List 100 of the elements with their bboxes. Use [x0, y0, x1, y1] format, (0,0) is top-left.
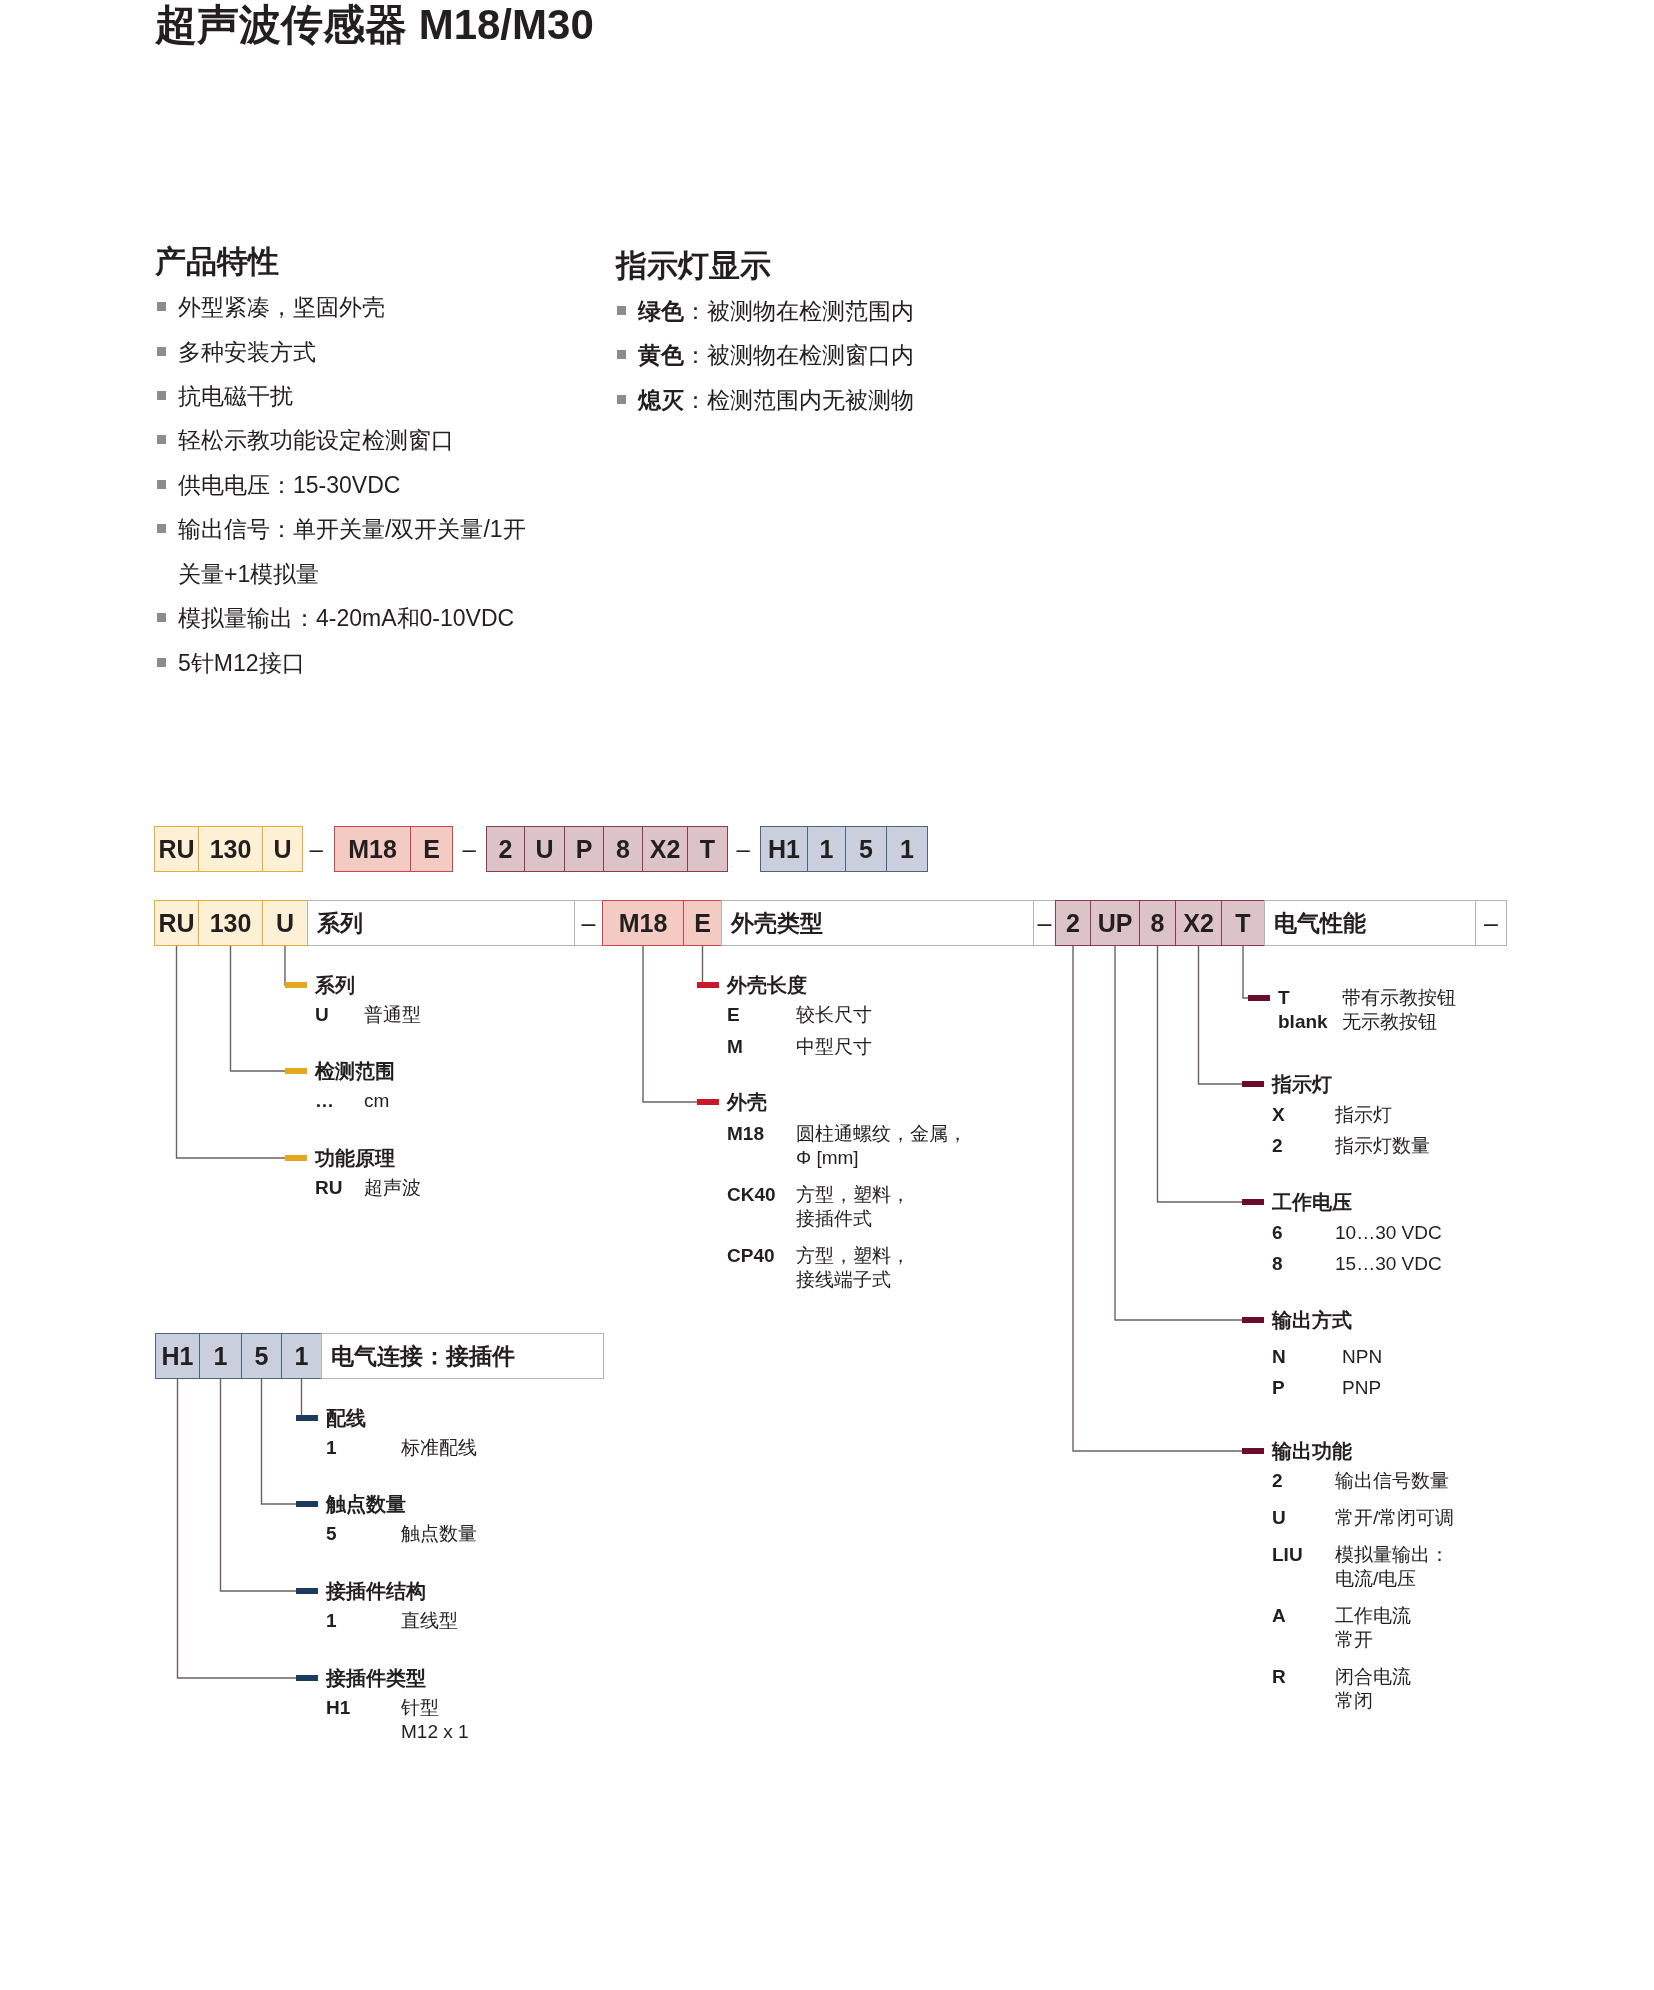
code-segment: 5 [241, 1333, 282, 1379]
code-segment: H1 [760, 826, 808, 872]
code-segment: H1 [155, 1333, 200, 1379]
field-heading: 系列 [315, 973, 355, 997]
leader-line [1072, 945, 1265, 1454]
feature-item: 熄灭：检测范围内无被测物 [638, 386, 914, 415]
separator-segment: – [1475, 900, 1507, 946]
dash-separator: – [462, 834, 476, 864]
option-description: 15…30 VDC [1335, 1252, 1442, 1276]
option-description: 指示灯数量 [1335, 1134, 1430, 1158]
field-heading: 功能原理 [315, 1146, 395, 1170]
option-description: 常开/常闭可调 [1335, 1506, 1455, 1530]
leader-line [1242, 945, 1271, 1001]
option-code: E [727, 1004, 740, 1025]
code-segment: 8 [1139, 900, 1176, 946]
field-heading: 外壳长度 [727, 973, 807, 997]
leader-line [260, 1378, 319, 1507]
option-code: 8 [1272, 1253, 1283, 1274]
code-segment: M18 [602, 900, 684, 946]
option-description: 标准配线 [401, 1436, 477, 1460]
code-segment: 2 [486, 826, 525, 872]
feature-item: 外型紧凑，坚固外壳 [178, 293, 385, 322]
code-group-label: 电气连接：接插件 [321, 1333, 604, 1379]
leader-line [1114, 945, 1265, 1323]
option-code: N [1272, 1346, 1286, 1367]
option-description: 无示教按钮 [1342, 1010, 1437, 1034]
leader-line [1156, 945, 1265, 1205]
separator-segment: – [1033, 900, 1056, 946]
field-heading: 接插件结构 [326, 1579, 426, 1603]
code-segment: X2 [642, 826, 688, 872]
option-code: 2 [1272, 1470, 1283, 1491]
code-segment: 1 [886, 826, 928, 872]
code-segment: 5 [845, 826, 887, 872]
leader-line [229, 945, 308, 1074]
option-description: 针型 M12 x 1 [401, 1696, 470, 1744]
option-description: NPN [1342, 1345, 1383, 1369]
leader-line [176, 1378, 319, 1681]
feature-item: 多种安装方式 [178, 338, 316, 367]
feature-item: 输出信号：单开关量/双开关量/1开关量+1模拟量 [178, 515, 527, 589]
field-heading: 触点数量 [326, 1492, 406, 1516]
option-description: 较长尺寸 [796, 1003, 872, 1027]
leader-line [697, 945, 720, 988]
option-code: U [1272, 1507, 1286, 1528]
option-description: 工作电流常开 [1335, 1604, 1412, 1652]
option-code: A [1272, 1605, 1286, 1626]
code-segment: U [524, 826, 565, 872]
dash-separator: – [309, 834, 323, 864]
leader-line [219, 1378, 319, 1594]
field-heading: 工作电压 [1272, 1190, 1352, 1214]
option-code: 6 [1272, 1222, 1283, 1243]
code-segment: 1 [807, 826, 846, 872]
code-segment: UP [1090, 900, 1140, 946]
leader-line [642, 945, 720, 1105]
option-description: 模拟量输出：电流/电压 [1335, 1543, 1450, 1591]
feature-item: 5针M12接口 [178, 649, 305, 678]
separator-segment: – [574, 900, 603, 946]
code-segment: X2 [1175, 900, 1222, 946]
field-heading: 输出方式 [1272, 1308, 1352, 1332]
option-description: 直线型 [401, 1609, 458, 1633]
option-code: 2 [1272, 1135, 1283, 1156]
option-code: P [1272, 1377, 1285, 1398]
option-code: R [1272, 1666, 1286, 1687]
option-description: 输出信号数量 [1335, 1469, 1449, 1493]
code-segment: 1 [199, 1333, 242, 1379]
field-heading: 外壳 [727, 1090, 767, 1114]
option-code: H1 [326, 1697, 351, 1718]
code-segment: T [1221, 900, 1265, 946]
option-code: 1 [326, 1610, 337, 1631]
code-segment: M18 [334, 826, 411, 872]
option-description: 触点数量 [401, 1522, 477, 1546]
option-code: CK40 [727, 1184, 776, 1205]
option-code: LIU [1272, 1544, 1303, 1565]
option-description: 普通型 [364, 1003, 421, 1027]
code-segment: E [683, 900, 722, 946]
dash-separator: – [736, 834, 750, 864]
feature-item: 抗电磁干扰 [178, 382, 293, 411]
field-heading: 配线 [326, 1406, 366, 1430]
code-segment: U [262, 826, 303, 872]
option-description: 圆柱通螺纹，金属，Φ [mm] [796, 1122, 968, 1170]
option-code: X [1272, 1104, 1285, 1125]
option-code: 5 [326, 1523, 337, 1544]
option-code: RU [315, 1177, 343, 1198]
section-heading: 产品特性 [155, 244, 279, 280]
code-segment: RU [154, 900, 199, 946]
option-description: 超声波 [364, 1176, 421, 1200]
feature-item: 黄色：被测物在检测窗口内 [638, 341, 914, 370]
feature-item: 绿色：被测物在检测范围内 [638, 297, 914, 326]
code-segment: E [410, 826, 453, 872]
code-segment: 1 [281, 1333, 322, 1379]
leader-line [284, 945, 308, 988]
field-heading: 检测范围 [315, 1059, 395, 1083]
option-description: 方型，塑料，接插件式 [796, 1183, 911, 1231]
code-segment: RU [154, 826, 199, 872]
feature-item: 模拟量输出：4-20mA和0-10VDC [178, 604, 515, 633]
option-code: CP40 [727, 1245, 775, 1266]
page-title: 超声波传感器 M18/M30 [155, 2, 594, 48]
code-segment: 8 [603, 826, 643, 872]
option-description: 10…30 VDC [1335, 1221, 1442, 1245]
feature-item: 供电电压：15-30VDC [178, 471, 401, 500]
option-description: 指示灯 [1335, 1103, 1392, 1127]
